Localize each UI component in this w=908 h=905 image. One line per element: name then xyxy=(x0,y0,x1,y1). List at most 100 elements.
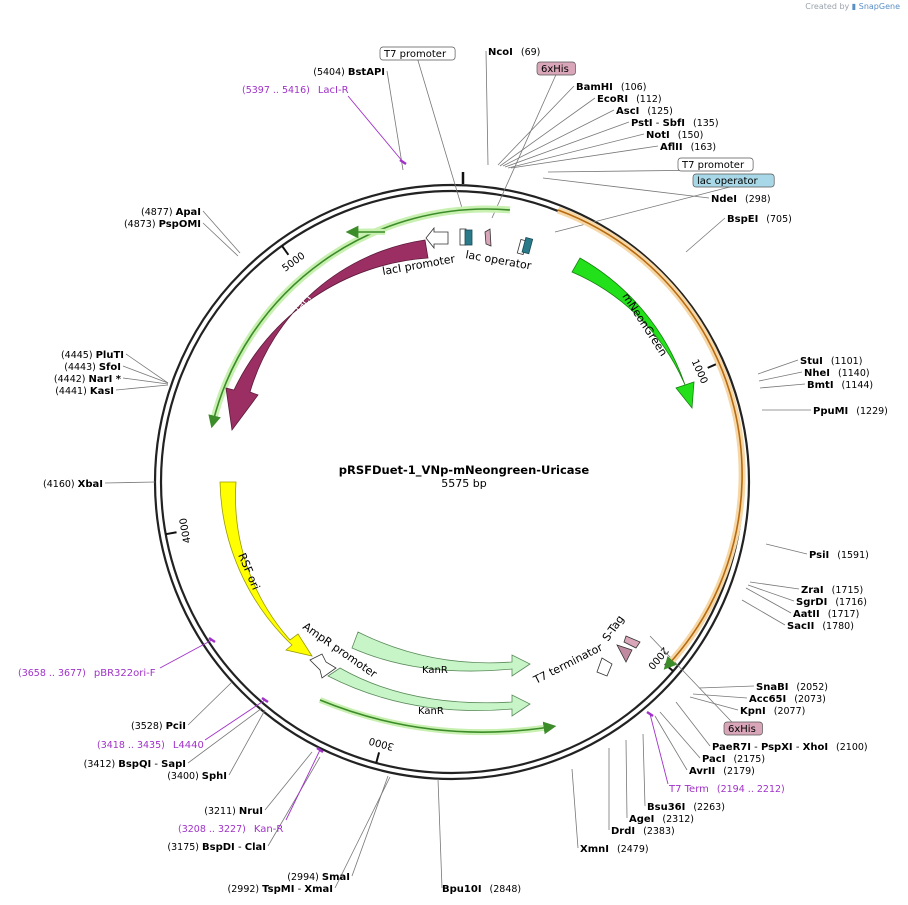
site-Acc65I-label[interactable]: Acc65I(2073) xyxy=(749,694,826,705)
site-NcoI-label[interactable]: NcoI(69) xyxy=(488,47,540,58)
site-BspEI-label[interactable]: BspEI(705) xyxy=(727,214,792,225)
6xHis-feature-top[interactable] xyxy=(484,228,492,247)
site-position: (4441) xyxy=(55,386,90,397)
site-leader xyxy=(187,681,233,726)
site-AflII-label[interactable]: AflII(163) xyxy=(660,142,716,153)
site-BspQI-label[interactable]: (3412) BspQI - SapI xyxy=(84,759,186,770)
feature-box-1[interactable] xyxy=(536,61,576,76)
KanR-feature-1[interactable] xyxy=(351,631,531,677)
site-name: ApaI xyxy=(176,207,201,218)
site-SgrDI-label[interactable]: SgrDI (1716) xyxy=(796,597,867,608)
feature-box-label: lac operator xyxy=(697,176,758,187)
site-SacII-label[interactable]: SacII(1780) xyxy=(787,621,854,632)
site-NruI-label[interactable]: (3211) NruI xyxy=(204,806,263,817)
primer-range: (2194 .. 2212) xyxy=(717,784,785,795)
site-AvrII-label[interactable]: AvrII(2179) xyxy=(689,766,755,777)
primer-KanR-label[interactable]: (3208 .. 3227)Kan-R xyxy=(178,824,283,835)
site-name: PaeR7I xyxy=(712,742,751,753)
site-NdeI-label[interactable]: NdeI(298) xyxy=(711,194,771,205)
site-leader xyxy=(122,365,169,384)
lac-operator-feature-right[interactable] xyxy=(521,236,534,255)
site-position: (1101) xyxy=(831,356,863,367)
site-Bsu36I-label[interactable]: Bsu36I(2263) xyxy=(647,802,725,813)
primer-mark xyxy=(261,696,269,704)
site-name: SgrDI xyxy=(796,597,827,608)
site-position: (4873) xyxy=(124,219,159,230)
site-BamHI-label[interactable]: BamHI(106) xyxy=(576,82,646,93)
primer-pBR322oriF-label[interactable]: (3658 .. 3677)pBR322ori-F xyxy=(18,668,156,679)
site-EcoRI-label[interactable]: EcoRI(112) xyxy=(597,94,662,105)
site-AgeI-label[interactable]: AgeI(2312) xyxy=(629,814,694,825)
site-AscI-label[interactable]: AscI(125) xyxy=(616,106,673,117)
site-SphI-label[interactable]: (3400) SphI xyxy=(167,771,227,782)
mNeonGreen-feature[interactable] xyxy=(571,257,695,410)
primer-mark xyxy=(208,636,216,644)
site-PsiI-label[interactable]: PsiI(1591) xyxy=(809,550,869,561)
site-leader xyxy=(104,481,156,484)
lacI-feature[interactable] xyxy=(225,239,429,432)
T7-terminator-feature[interactable] xyxy=(596,657,613,677)
S-Tag-feature[interactable] xyxy=(623,635,641,649)
site-name: SmaI xyxy=(322,872,350,883)
feature-box-4[interactable] xyxy=(723,721,763,736)
AmpR-promoter-arrow[interactable] xyxy=(309,653,337,679)
site-AatII-label[interactable]: AatII(1717) xyxy=(793,609,859,620)
feature-box-0[interactable] xyxy=(379,46,456,61)
site-PacI-label[interactable]: PacI(2175) xyxy=(702,754,765,765)
6xHis-feature-bottom[interactable] xyxy=(616,644,633,663)
site-SnaBI-label[interactable]: SnaBI(2052) xyxy=(756,682,828,693)
RSF-ori-label: RSF ori xyxy=(235,551,262,592)
site-PstI-label[interactable]: PstI - SbfI(135) xyxy=(631,118,719,129)
feature-box-2[interactable] xyxy=(677,157,754,172)
site-KasI-label[interactable]: (4441) KasI xyxy=(55,386,114,397)
site-DrdI-label[interactable]: DrdI(2383) xyxy=(611,826,675,837)
site-leader xyxy=(202,222,239,257)
T7-terminator-label: T7 terminator xyxy=(531,641,606,688)
site-ZraI-label[interactable]: ZraI(1715) xyxy=(801,585,863,596)
KanR-feature-2[interactable] xyxy=(327,667,531,717)
site-leader xyxy=(692,693,748,699)
site-TspMI-label[interactable]: (2992) TspMI - XmaI xyxy=(228,884,333,895)
site-leader xyxy=(510,145,659,169)
site-name: BamHI xyxy=(576,82,613,93)
site-XmnI-label[interactable]: XmnI(2479) xyxy=(580,844,649,855)
site-NotI-label[interactable]: NotI(150) xyxy=(646,130,703,141)
lac-operator-feature-left[interactable] xyxy=(464,229,473,246)
lacI-promoter-arrow[interactable] xyxy=(425,226,449,250)
site-position: (1716) xyxy=(835,597,867,608)
site-PciI-label[interactable]: (3528) PciI xyxy=(131,721,186,732)
site-BmtI-label[interactable]: BmtI(1144) xyxy=(807,380,873,391)
site-name: XmnI xyxy=(580,844,609,855)
tick-label-1000: 1000 xyxy=(689,358,709,386)
site-Bpu10I-label[interactable]: Bpu10I(2848) xyxy=(442,884,521,895)
site-NheI-label[interactable]: NheI(1140) xyxy=(804,368,870,379)
site-XbaI-label[interactable]: (4160) XbaI xyxy=(43,479,103,490)
site-KpnI-label[interactable]: KpnI(2077) xyxy=(740,706,805,717)
site-StuI-label[interactable]: StuI(1101) xyxy=(800,356,862,367)
primer-T7Term-label[interactable]: T7 Term(2194 .. 2212) xyxy=(668,784,785,795)
site-PluTI-label[interactable]: (4445) PluTI xyxy=(61,350,124,361)
site-SfoI-label[interactable]: (4443) SfoI xyxy=(64,362,121,373)
primer-leader xyxy=(347,95,404,163)
site-position: (4443) xyxy=(64,362,99,373)
site-name: PstI xyxy=(631,118,653,129)
site-NarI-label[interactable]: (4442) NarI * xyxy=(54,374,122,385)
RSF-ori-feature[interactable] xyxy=(219,481,313,657)
site-PpuMI-label[interactable]: PpuMI(1229) xyxy=(813,406,888,417)
site-PspOMI-label[interactable]: (4873) PspOMI xyxy=(124,219,201,230)
site-name: PsiI xyxy=(809,550,829,561)
orf-arc-right xyxy=(557,209,743,670)
site-name: SfoI xyxy=(99,362,121,373)
site-ApaI-label[interactable]: (4877) ApaI xyxy=(141,207,201,218)
site-BspDI-label[interactable]: (3175) BspDI - ClaI xyxy=(167,842,266,853)
site-SmaI-label[interactable]: (2994) SmaI xyxy=(287,872,350,883)
feature-box-3[interactable] xyxy=(692,173,775,188)
site-name: XbaI xyxy=(78,479,103,490)
site-BstAPI-label[interactable]: (5404) BstAPI xyxy=(313,67,385,78)
site-leader xyxy=(675,701,711,747)
site-name: BstAPI xyxy=(348,67,385,78)
site-PaeR7I-label[interactable]: PaeR7I - PspXI - XhoI(2100) xyxy=(712,742,868,753)
primer-L4440-label[interactable]: (3418 .. 3435)L4440 xyxy=(97,740,204,751)
primer-LacIR-label[interactable]: (5397 .. 5416)LacI-R xyxy=(242,85,349,96)
mNeonGreen-label: mNeonGreen xyxy=(619,291,670,359)
